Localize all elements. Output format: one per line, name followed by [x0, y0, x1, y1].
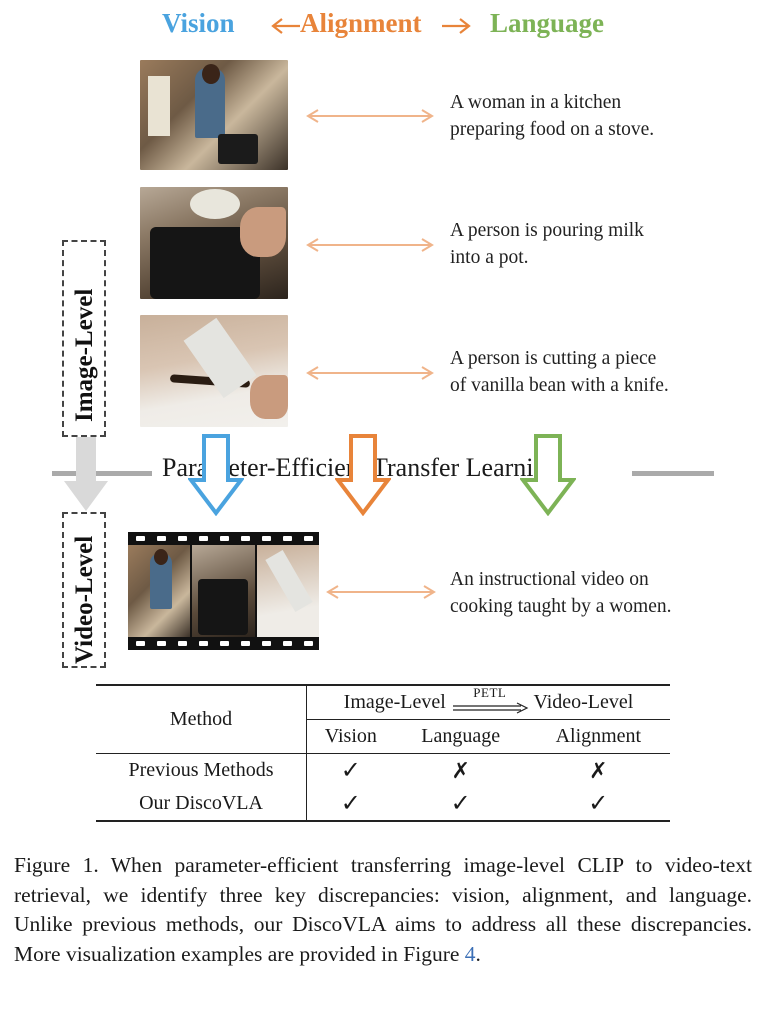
pouring-milk-pot-photo	[140, 187, 288, 299]
figure-reference-link[interactable]: 4	[464, 941, 476, 966]
film-sprocket-hole	[220, 641, 229, 646]
caption-line: A person is cutting a piece	[450, 348, 657, 369]
film-sprocket-hole	[199, 641, 208, 646]
language-subheader: Language	[421, 725, 501, 747]
video-level-box: Video-Level	[62, 512, 106, 668]
kitchen-woman-stove-photo	[140, 60, 288, 170]
video-frame-2	[192, 545, 255, 637]
level-header: Image-Level PETL Video-Level	[306, 685, 670, 720]
petl-arrow: PETL	[451, 685, 529, 714]
film-sprocket-hole	[220, 536, 229, 541]
vision-subheader: Vision	[324, 725, 377, 747]
film-sprocket-hole	[283, 536, 292, 541]
alignment-arrow-icon	[326, 585, 436, 599]
film-sprocket-hole	[262, 536, 271, 541]
cooking-video-filmstrip	[128, 532, 319, 650]
video-frame-3	[256, 545, 319, 637]
table-row: Previous Methods ✓ ✗ ✗	[96, 753, 670, 787]
video-caption: An instructional video on cooking taught…	[450, 566, 672, 620]
film-sprocket-hole	[199, 536, 208, 541]
table-row: Our DiscoVLA ✓ ✓ ✓	[96, 787, 670, 821]
caption-line: of vanilla bean with a knife.	[450, 375, 669, 396]
caption-line: A person is pouring milk	[450, 220, 644, 241]
check-icon: ✓	[340, 791, 361, 817]
caption-line: into a pot.	[450, 247, 529, 268]
image-level-box: Image-Level	[62, 240, 106, 437]
image-level-label: Image-Level	[71, 288, 98, 422]
right-arrow-icon	[442, 18, 471, 34]
caption-text: Figure 1. When parameter-efficient trans…	[14, 853, 752, 966]
film-sprocket-hole	[283, 641, 292, 646]
film-sprocket-hole	[157, 536, 166, 541]
cutting-vanilla-bean-photo	[140, 315, 288, 427]
film-sprocket-hole	[304, 536, 313, 541]
image-level-header: Image-Level	[343, 691, 446, 713]
method-cell: Previous Methods	[96, 753, 307, 787]
caption-end: .	[475, 941, 481, 966]
film-sprocket-hole	[241, 641, 250, 646]
caption-line: An instructional video on	[450, 569, 649, 590]
language-down-arrow-icon	[520, 434, 576, 516]
header-language: Language	[490, 8, 605, 38]
petl-divider-left	[52, 471, 152, 476]
alignment-arrow-icon	[306, 238, 434, 252]
film-sprocket-hole	[262, 641, 271, 646]
caption-line: A woman in a kitchen	[450, 92, 622, 113]
video-level-header: Video-Level	[533, 691, 634, 713]
down-arrow-icon	[64, 437, 108, 511]
method-header: Method	[96, 685, 307, 754]
video-level-label: Video-Level	[71, 535, 98, 664]
vision-down-arrow-icon	[188, 434, 244, 516]
header-alignment: Alignment	[300, 8, 422, 38]
film-sprocket-hole	[136, 536, 145, 541]
caption-line: cooking taught by a women.	[450, 596, 672, 617]
film-sprocket-hole	[157, 641, 166, 646]
film-sprocket-hole	[178, 536, 187, 541]
check-icon: ✓	[588, 791, 609, 817]
alignment-down-arrow-icon	[335, 434, 391, 516]
alignment-arrow-icon	[306, 109, 434, 123]
figure-caption: Figure 1. When parameter-efficient trans…	[14, 851, 752, 969]
comparison-table: Method Image-Level PETL Video-Level Visi…	[96, 684, 670, 822]
cross-icon: ✗	[589, 757, 608, 783]
video-frame-1	[128, 545, 191, 637]
check-icon: ✓	[450, 791, 471, 817]
film-sprocket-hole	[304, 641, 313, 646]
check-icon: ✓	[340, 758, 361, 784]
image-caption-2: A person is pouring milk into a pot.	[450, 217, 644, 271]
alignment-arrow-icon	[306, 366, 434, 380]
left-arrow-icon	[271, 18, 300, 34]
film-sprocket-hole	[241, 536, 250, 541]
petl-divider-right	[632, 471, 714, 476]
petl-arrow-label: PETL	[473, 685, 507, 701]
film-sprocket-hole	[178, 641, 187, 646]
header-vision: Vision	[162, 8, 235, 38]
caption-line: preparing food on a stove.	[450, 119, 655, 140]
image-caption-1: A woman in a kitchen preparing food on a…	[450, 89, 654, 143]
cross-icon: ✗	[451, 757, 470, 783]
image-caption-3: A person is cutting a piece of vanilla b…	[450, 345, 669, 399]
alignment-subheader: Alignment	[555, 725, 642, 747]
film-sprocket-hole	[136, 641, 145, 646]
method-cell: Our DiscoVLA	[96, 787, 307, 821]
